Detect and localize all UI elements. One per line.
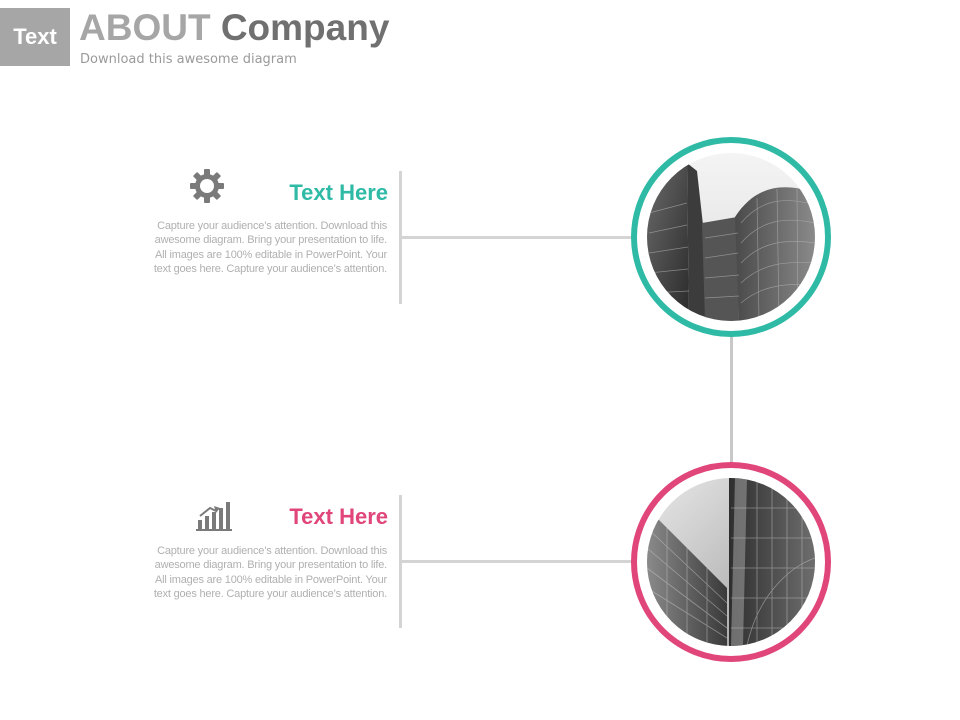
item-divider-1 xyxy=(399,171,402,304)
building-photo-1 xyxy=(647,153,815,321)
image-circle-2 xyxy=(631,462,831,662)
circle-connector xyxy=(730,336,733,464)
item-divider-2 xyxy=(399,495,402,628)
image-circle-1 xyxy=(631,137,831,337)
item-heading-1: Text Here xyxy=(289,180,388,205)
item-connector-2 xyxy=(402,560,634,563)
item-heading-2: Text Here xyxy=(289,504,388,529)
item-body-2: Capture your audience’s attention. Downl… xyxy=(153,545,387,601)
title-part-about: ABOUT xyxy=(79,7,211,48)
item-body-1: Capture your audience’s attention. Downl… xyxy=(153,220,387,276)
page-subtitle: Download this awesome diagram xyxy=(80,52,297,67)
header-tag: Text xyxy=(0,8,70,66)
building-photo-2 xyxy=(647,478,815,646)
title-part-company: Company xyxy=(220,7,390,48)
page-title: ABOUT Company xyxy=(79,6,389,50)
growth-chart-icon xyxy=(196,500,232,537)
gear-icon xyxy=(189,168,225,209)
item-connector-1 xyxy=(402,236,634,239)
